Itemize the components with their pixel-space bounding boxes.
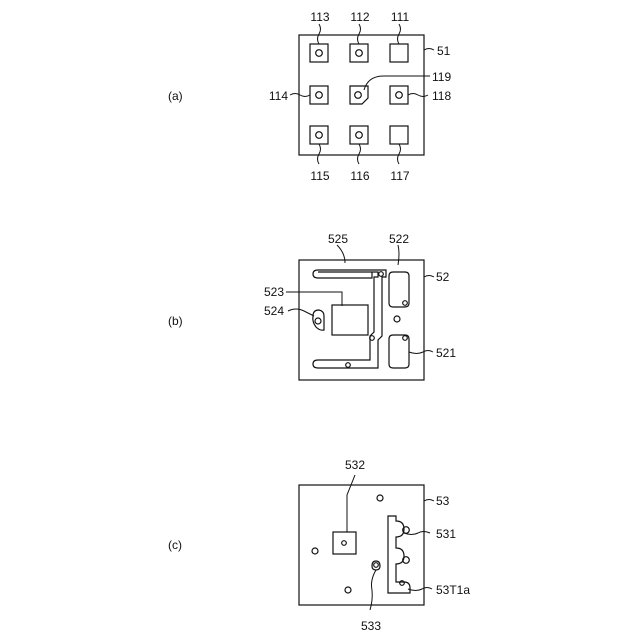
pad-115 (310, 126, 328, 144)
leader-524 (288, 309, 314, 316)
ref-53: 53 (436, 494, 450, 508)
via-525a (379, 272, 384, 277)
pad-118 (390, 86, 408, 104)
leader-51 (424, 49, 434, 51)
trace-531 (388, 516, 410, 593)
pad-116 (350, 126, 368, 144)
leader-53T1a (408, 588, 432, 591)
via-center-b (394, 316, 400, 322)
pad-522 (389, 272, 409, 307)
ref-51: 51 (437, 44, 451, 58)
pad-532 (333, 532, 356, 554)
leader-118 (408, 94, 428, 97)
pad-119 (350, 86, 368, 104)
ref-523: 523 (264, 285, 284, 299)
pad-111 (390, 44, 408, 62)
via-521 (403, 336, 408, 341)
leader-114 (290, 94, 310, 97)
leader-113 (318, 24, 321, 44)
via-c3 (345, 587, 351, 593)
leader-119 (364, 76, 430, 90)
leader-117 (398, 144, 401, 164)
via-118 (396, 92, 403, 99)
element-523 (332, 305, 368, 335)
via-113 (316, 50, 323, 57)
ref-117: 117 (390, 169, 409, 183)
ref-112: 112 (350, 10, 369, 24)
ref-533: 533 (361, 619, 381, 633)
leader-112 (358, 24, 361, 44)
leader-533 (370, 570, 376, 610)
via-525c (346, 363, 351, 368)
ref-522: 522 (389, 232, 409, 246)
pad-117 (390, 126, 408, 144)
ref-113: 113 (310, 10, 329, 24)
leader-53 (424, 500, 434, 502)
ref-118: 118 (432, 89, 451, 103)
leader-532 (347, 475, 355, 532)
leader-521 (409, 351, 433, 354)
ref-531: 531 (436, 527, 456, 541)
leader-115 (318, 144, 321, 164)
ref-525: 525 (328, 232, 348, 246)
via-532 (342, 541, 347, 546)
element-524 (313, 310, 324, 330)
via-524 (315, 318, 321, 324)
leader-522 (398, 245, 399, 265)
panel-b-label: (b) (168, 314, 183, 328)
ref-53T1a: 53T1a (436, 583, 470, 597)
ref-521: 521 (436, 346, 456, 360)
via-533 (374, 563, 379, 568)
via-522 (403, 301, 408, 306)
ref-532: 532 (345, 458, 365, 472)
ref-524: 524 (264, 304, 284, 318)
panel-a: (a) 113 112 111 51 (168, 10, 451, 183)
ref-114: 114 (269, 89, 288, 103)
via-c2 (312, 548, 318, 554)
panel-c: (c) 532 53 531 53T1a 533 (168, 458, 470, 633)
leader-523 (286, 292, 342, 306)
panel-a-label: (a) (168, 89, 183, 103)
ref-119: 119 (432, 70, 451, 84)
ref-111: 111 (391, 10, 410, 24)
via-112 (356, 50, 363, 57)
leader-116 (358, 144, 361, 164)
pad-114 (310, 86, 328, 104)
via-115 (316, 132, 323, 139)
pad-112 (350, 44, 368, 62)
ref-115: 115 (310, 169, 329, 183)
via-119 (355, 92, 362, 99)
ref-116: 116 (350, 169, 369, 183)
panel-c-label: (c) (168, 538, 182, 552)
pad-113 (310, 44, 328, 62)
via-116 (356, 132, 363, 139)
ref-52: 52 (436, 270, 450, 284)
leader-52 (424, 276, 434, 278)
via-c1 (377, 495, 383, 501)
via-114 (316, 92, 323, 99)
panel-b: (b) 525 522 52 523 524 521 (168, 232, 456, 380)
via-531c (400, 581, 405, 586)
leader-111 (398, 24, 401, 44)
board-53 (299, 485, 424, 605)
